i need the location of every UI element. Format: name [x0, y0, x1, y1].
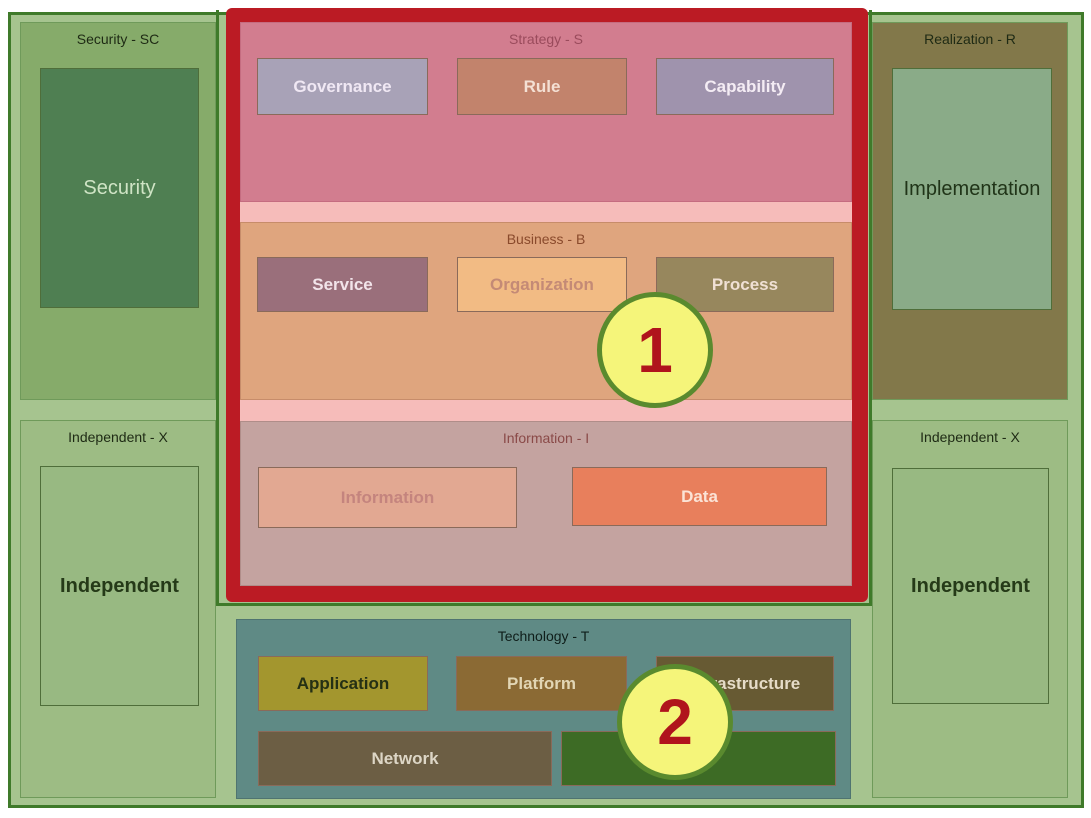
center-green-outline: [216, 10, 872, 606]
independent-right-header: Independent - X: [920, 429, 1020, 445]
security-box[interactable]: Security: [40, 68, 199, 308]
network-box[interactable]: Network: [258, 731, 552, 786]
business-header: Business - B: [506, 231, 586, 247]
independent-right-box[interactable]: Independent: [892, 468, 1049, 704]
technology-header: Technology - T: [497, 628, 590, 644]
information-header: Information - I: [502, 430, 590, 446]
marker-2: 2: [617, 664, 733, 780]
marker-1: 1: [597, 292, 713, 408]
governance-box[interactable]: Governance: [257, 58, 428, 115]
realization-header: Realization - R: [924, 31, 1016, 47]
information-box[interactable]: Information: [258, 467, 517, 528]
data-box[interactable]: Data: [572, 467, 827, 526]
platform-box[interactable]: Platform: [456, 656, 627, 711]
strategy-header: Strategy - S: [509, 31, 583, 47]
implementation-box[interactable]: Implementation: [892, 68, 1052, 310]
independent-left-header: Independent - X: [68, 429, 168, 445]
independent-left-box[interactable]: Independent: [40, 466, 199, 706]
capability-box[interactable]: Capability: [656, 58, 834, 115]
rule-box[interactable]: Rule: [457, 58, 627, 115]
security-header: Security - SC: [76, 31, 160, 47]
application-box[interactable]: Application: [258, 656, 428, 711]
service-box[interactable]: Service: [257, 257, 428, 312]
organization-box[interactable]: Organization: [457, 257, 627, 312]
